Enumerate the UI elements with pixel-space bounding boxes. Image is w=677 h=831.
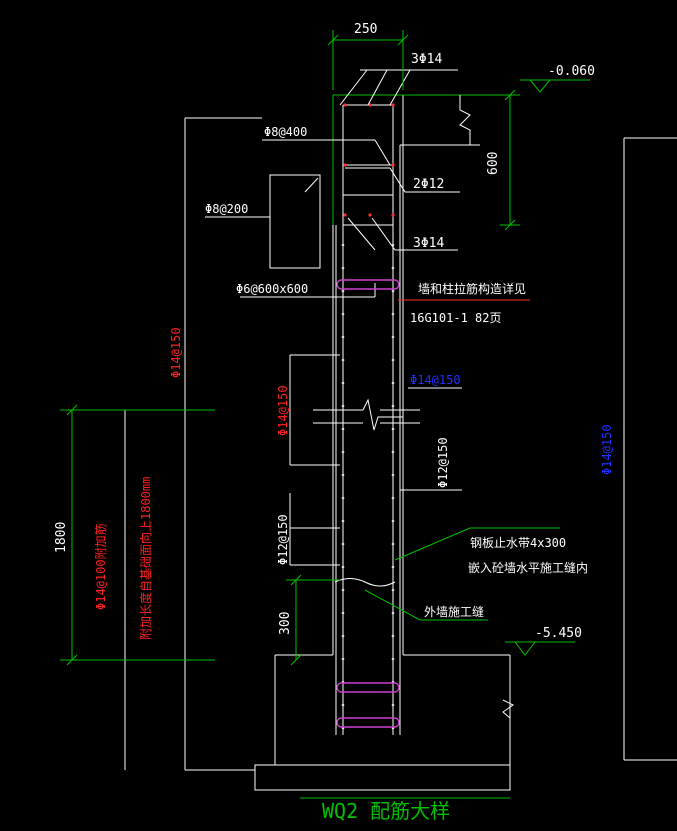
bar-dot [391, 611, 395, 615]
label-side-bars: 2Φ12 [413, 177, 444, 192]
label-vert-outer-right: Φ14@150 [600, 424, 614, 475]
bar-dot [341, 657, 345, 661]
bar-dot [341, 266, 345, 270]
beam-outline [332, 94, 520, 225]
bar-dot [341, 335, 345, 339]
label-added-bars-line2: 附加长度自基础面向上1800mm [138, 477, 153, 640]
bar-dot [341, 496, 345, 500]
blue-labels: Φ14@150 Φ14@150 [410, 373, 614, 475]
dim-construction-joint: 300 [278, 612, 293, 635]
bar-dot [391, 634, 395, 638]
bar-dot [391, 358, 395, 362]
bar-dot [391, 565, 395, 569]
bar-dot [341, 519, 345, 523]
bar-dot [391, 496, 395, 500]
bar-dot [341, 634, 345, 638]
bar-dot [341, 703, 345, 707]
bar-dot [341, 381, 345, 385]
bar-dot [391, 519, 395, 523]
bar-dot [341, 565, 345, 569]
leader-lines [124, 69, 677, 791]
label-horiz-left: Φ12@150 [276, 514, 290, 565]
bar-dot [341, 358, 345, 362]
bar-dot [391, 266, 395, 270]
label-outer-joint: 外墙施工缝 [424, 604, 484, 619]
bar-dot [391, 427, 395, 431]
dimension-lines [60, 30, 590, 666]
tie-hooks [336, 279, 400, 728]
bar-dot [341, 611, 345, 615]
label-vert-inner-left: Φ14@150 [276, 385, 290, 436]
label-waterstop-line2: 嵌入砼墙水平施工缝内 [468, 560, 588, 575]
bar-dot [341, 450, 345, 454]
label-horiz-right: Φ12@150 [436, 437, 450, 488]
label-note-line2: 16G101-1 82页 [410, 311, 501, 325]
bar-dot [391, 335, 395, 339]
label-top-bars: 3Φ14 [411, 52, 442, 67]
beam-bar-dots [343, 103, 395, 217]
label-stirrup-beam: Φ8@400 [264, 125, 307, 139]
dim-wall-width: 250 [354, 22, 377, 37]
bar-dot [341, 542, 345, 546]
red-labels: Φ14@150 Φ14@150 Φ14@100附加筋 附加长度自基础面向上180… [93, 327, 290, 640]
label-waterstop-line1: 钢板止水带4x300 [470, 536, 566, 550]
bar-dot [341, 243, 345, 247]
label-added-bars-line1: Φ14@100附加筋 [93, 523, 108, 610]
elevation-bottom: -5.450 [535, 626, 582, 641]
bar-dot [341, 427, 345, 431]
bar-dot [391, 312, 395, 316]
dim-beam-depth: 600 [486, 152, 501, 175]
bar-dot [391, 289, 395, 293]
elevation-top: -0.060 [548, 64, 595, 79]
dimension-texts: 250 600 1800 300 -0.060 -5.450 [54, 22, 595, 641]
bar-dot [341, 588, 345, 592]
bar-dot [391, 381, 395, 385]
bar-dot [341, 473, 345, 477]
drawing-title: WQ2 配筋大样 [322, 799, 450, 823]
dim-lap-length: 1800 [54, 522, 69, 553]
label-vert-inner-right: Φ14@150 [410, 373, 461, 387]
bar-dot [341, 289, 345, 293]
label-bottom-bars: 3Φ14 [413, 236, 444, 251]
bar-dot [341, 404, 345, 408]
bar-dot [391, 404, 395, 408]
label-tie-bars: Φ6@600x600 [236, 282, 308, 296]
label-vert-far-left: Φ14@150 [169, 327, 183, 378]
label-section-stirrup: Φ8@200 [205, 202, 248, 216]
rebar-labels: 3Φ14 Φ8@400 2Φ12 3Φ14 Φ8@200 Φ6@600x600 … [205, 52, 588, 619]
label-note-line1: 墙和柱拉筋构造详见 [418, 281, 526, 296]
bar-dot [341, 312, 345, 316]
bar-dot [391, 542, 395, 546]
bar-dot [391, 588, 395, 592]
bar-dot [391, 450, 395, 454]
bar-dot [391, 657, 395, 661]
bar-dot [391, 703, 395, 707]
bar-dot [391, 473, 395, 477]
